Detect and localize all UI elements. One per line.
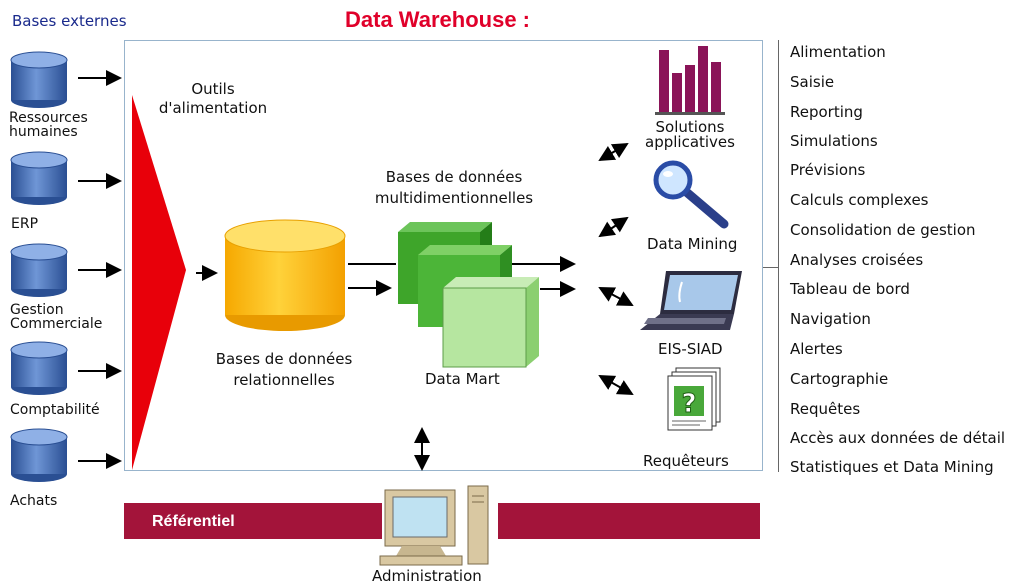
function-item: Calculs complexes xyxy=(790,191,929,209)
function-item: Requêtes xyxy=(790,400,861,418)
function-item: Tableau de bord xyxy=(790,280,910,298)
source-label-gestion: Gestion Commerciale xyxy=(10,302,103,332)
data-warehouse-frame xyxy=(124,40,763,471)
magnifier-icon xyxy=(653,160,729,229)
solutions-label: Solutions applicatives xyxy=(645,118,735,151)
loading-tools-label: Outils d'alimentation xyxy=(158,80,268,117)
function-item: Cartographie xyxy=(790,370,889,388)
db-cylinder-icon-erp xyxy=(10,151,68,205)
referentiel-bar-left xyxy=(124,503,382,539)
db-cylinder-icon-compta xyxy=(10,341,68,395)
function-item: Alimentation xyxy=(790,43,886,61)
db-cylinder-icon-gestion xyxy=(10,243,68,297)
referentiel-label: Référentiel xyxy=(152,513,235,530)
function-item: Saisie xyxy=(790,73,835,91)
source-label-compta: Comptabilité xyxy=(10,402,100,418)
source-arrows xyxy=(78,70,122,469)
requeteurs-label: Requêteurs xyxy=(643,452,729,470)
relational-db-icon xyxy=(224,219,346,331)
laptop-icon xyxy=(640,271,742,330)
function-list-connector xyxy=(763,267,779,268)
function-item: Statistiques et Data Mining xyxy=(790,458,994,476)
bar-chart-icon xyxy=(655,46,725,115)
diagram-title: Data Warehouse : xyxy=(345,7,531,32)
db-cylinder-icon-achats xyxy=(10,428,68,482)
data-mining-label: Data Mining xyxy=(647,235,738,253)
administration-label: Administration xyxy=(372,567,482,585)
computer-icon xyxy=(379,485,489,566)
loading-tools-triangle xyxy=(132,95,186,470)
source-label-erp: ERP xyxy=(11,216,39,232)
svg-text:?: ? xyxy=(681,389,696,419)
external-bases-label: Bases externes xyxy=(12,12,127,30)
multidim-cube-icon-3 xyxy=(442,277,539,368)
document-question-icon: ? xyxy=(667,367,721,431)
function-item: Alertes xyxy=(790,340,843,358)
relational-db-label: Bases de données relationnelles xyxy=(215,350,353,389)
function-item: Accès aux données de détail xyxy=(790,429,1006,447)
data-mart-label: Data Mart xyxy=(425,370,500,388)
function-item: Reporting xyxy=(790,103,863,121)
multidim-db-label: Bases de données multidimentionnelles xyxy=(374,168,534,207)
db-cylinder-icon-rh xyxy=(10,51,68,108)
function-item: Analyses croisées xyxy=(790,251,924,269)
function-list-bracket xyxy=(778,40,779,472)
source-label-achats: Achats xyxy=(10,493,58,509)
function-item: Navigation xyxy=(790,310,871,328)
function-item: Prévisions xyxy=(790,161,866,179)
function-item: Consolidation de gestion xyxy=(790,221,976,239)
referentiel-bar-right xyxy=(498,503,760,539)
eis-siad-label: EIS-SIAD xyxy=(658,340,723,358)
function-item: Simulations xyxy=(790,132,878,150)
source-label-rh: Ressources humaines xyxy=(9,110,88,140)
